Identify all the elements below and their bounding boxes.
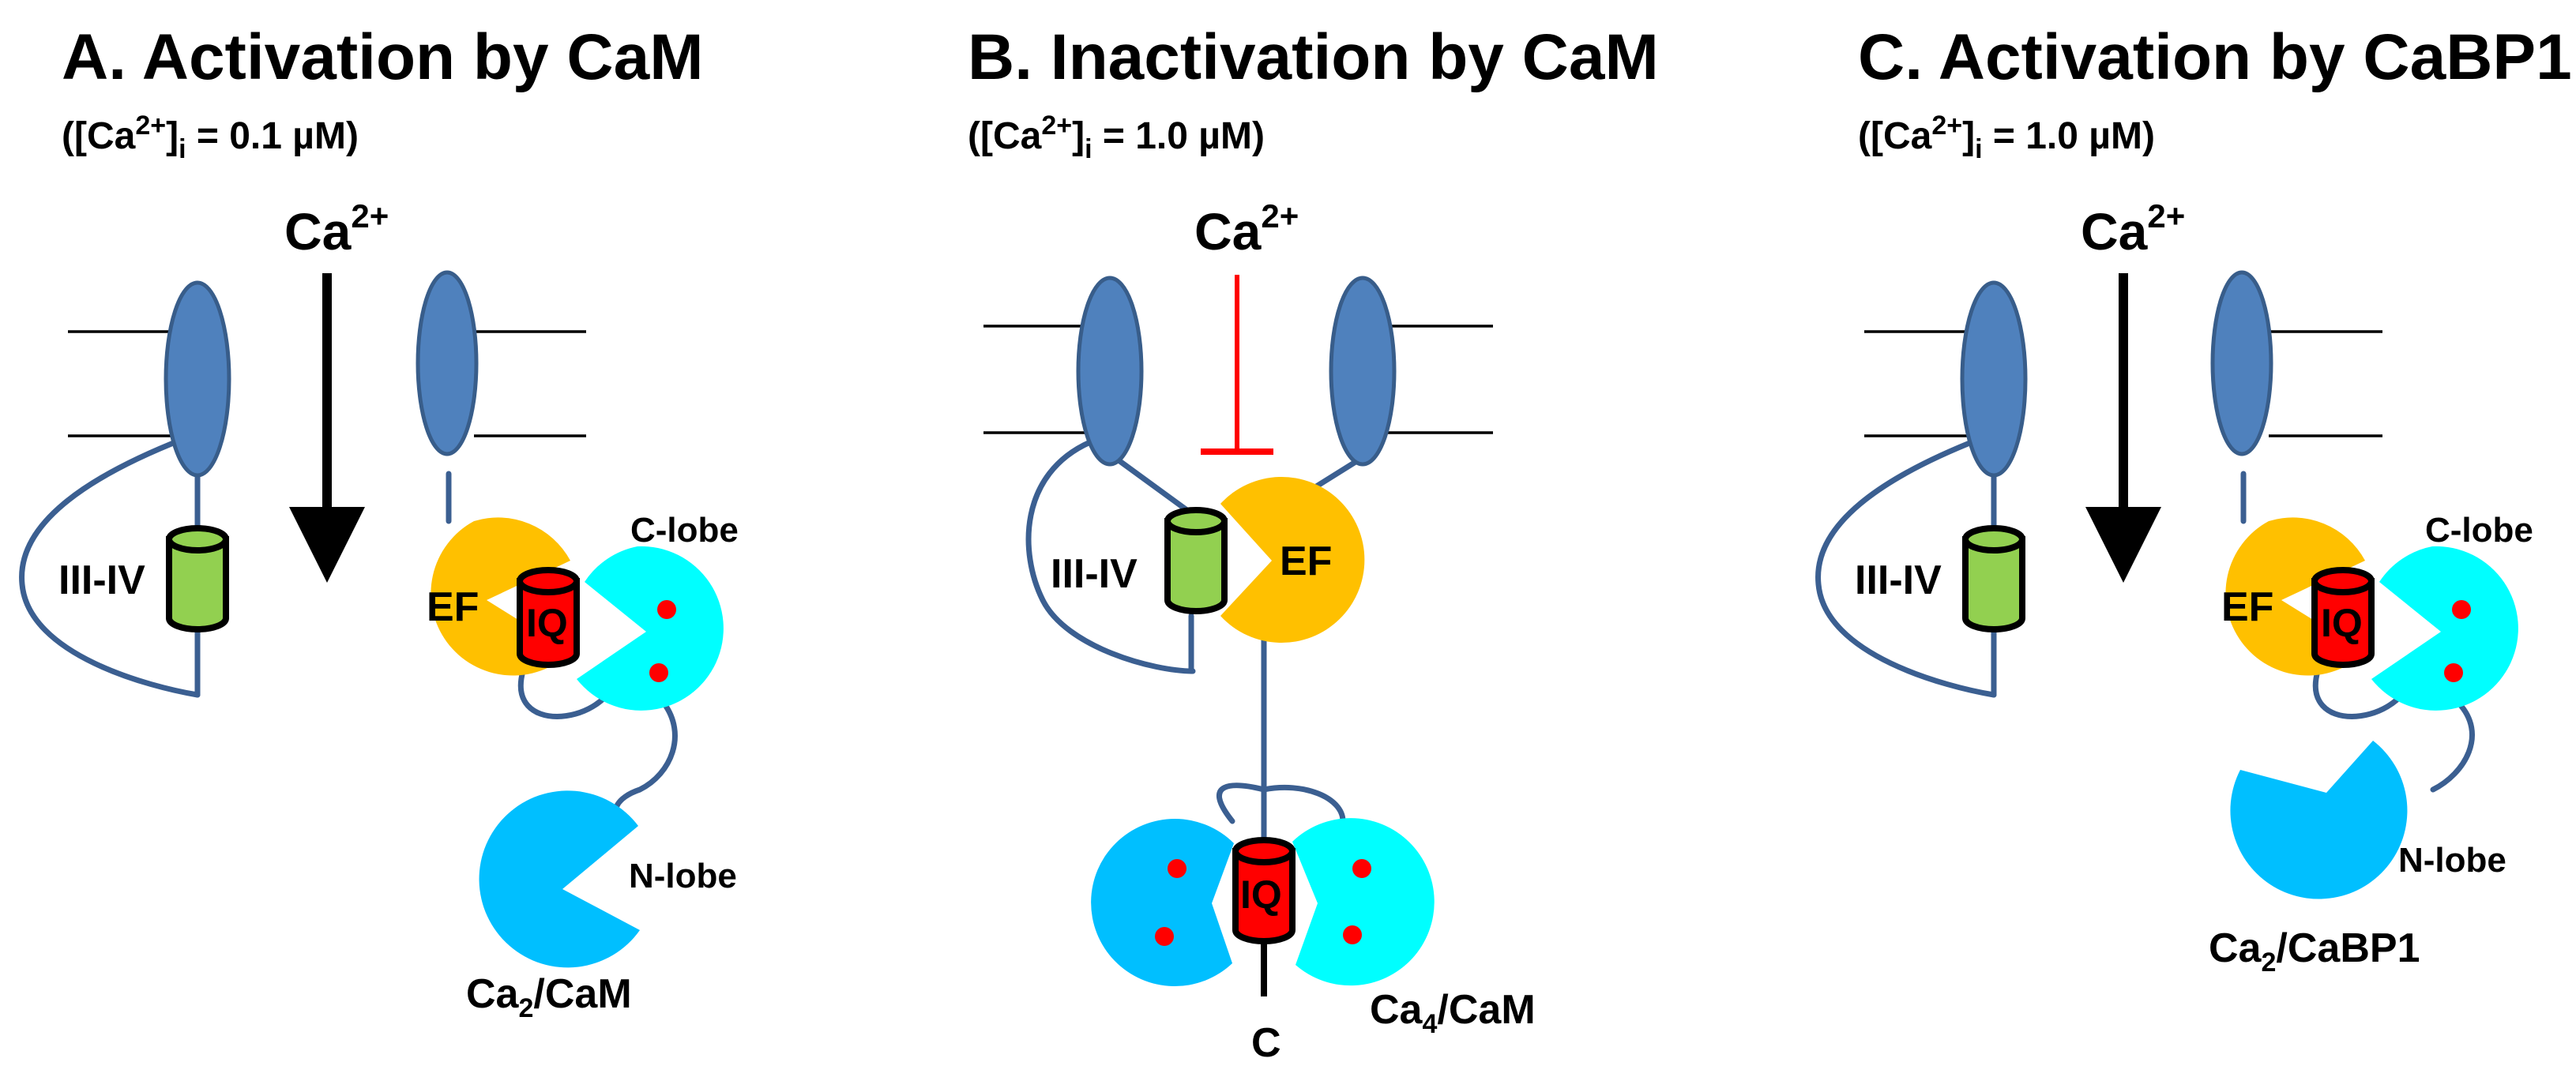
panel-a-title: A. Activation by CaM bbox=[62, 21, 704, 93]
panel-b-iq-domain bbox=[1232, 837, 1296, 944]
panel-b-ef-label: EF bbox=[1280, 538, 1332, 584]
panel-b-loop-tether bbox=[1025, 439, 1196, 674]
panel-c-linker-domain bbox=[1962, 525, 2025, 632]
panel-b-iq-label: IQ bbox=[1240, 872, 1282, 917]
panel-c-nlobe-tether bbox=[2430, 700, 2475, 793]
panel-c-c-lobe-label: C-lobe bbox=[2425, 511, 2533, 550]
panel-b-linker-tether-top bbox=[1112, 455, 1194, 516]
panel-a: A. Activation by CaM ([Ca2+]i = 0.1 µM) … bbox=[19, 21, 739, 1023]
panel-b-transmembrane-helix-left bbox=[1076, 276, 1144, 467]
panel-a-transmembrane-helix-right bbox=[416, 270, 479, 456]
panel-b-n-lobe-calcium-2 bbox=[1155, 927, 1174, 946]
panel-c-loop-tether bbox=[1815, 436, 1997, 698]
panel-b-title: B. Inactivation by CaM bbox=[968, 21, 1659, 93]
panel-a-c-lobe bbox=[577, 546, 724, 711]
panel-a-linker-label: III-IV bbox=[58, 557, 145, 603]
panel-c-ef-label: EF bbox=[2221, 584, 2273, 630]
panel-b-n-lobe-calcium-1 bbox=[1168, 859, 1186, 878]
panel-c-transmembrane-helix-right bbox=[2210, 270, 2273, 456]
panel-b-transmembrane-helix-right bbox=[1329, 276, 1397, 467]
panel-c-calcium-bound-1 bbox=[2452, 600, 2471, 619]
panel-a-loop-tether bbox=[19, 436, 201, 698]
panel-c-calcium-ion-label: Ca2+ bbox=[2081, 197, 2185, 261]
panel-b-c-terminus-label: C bbox=[1251, 1020, 1281, 1066]
panel-c-calcium-bound-2 bbox=[2444, 663, 2463, 682]
panel-b-ef-tether bbox=[1308, 455, 1365, 493]
panel-c-n-lobe bbox=[2230, 741, 2408, 899]
panel-a-n-lobe bbox=[479, 790, 640, 968]
panel-a-nlobe-tether bbox=[613, 700, 678, 824]
panel-a-calcium-bound-1 bbox=[657, 600, 676, 619]
panel-b-linker-domain bbox=[1164, 507, 1228, 614]
panel-c-linker-label: III-IV bbox=[1855, 557, 1942, 603]
panel-a-condition: ([Ca2+]i = 0.1 µM) bbox=[62, 111, 359, 164]
panel-a-c-lobe-label: C-lobe bbox=[630, 511, 739, 550]
panel-b-ef-domain bbox=[1220, 477, 1365, 643]
panel-c-complex-label: Ca2/CaBP1 bbox=[2209, 925, 2420, 978]
panel-c-iq-domain bbox=[2311, 567, 2375, 668]
panel-b-calcium-ion-label: Ca2+ bbox=[1194, 197, 1299, 261]
panel-a-iq-label: IQ bbox=[526, 601, 568, 645]
panel-b: B. Inactivation by CaM ([Ca2+]i = 1.0 µM… bbox=[968, 21, 1659, 1066]
panel-c: C. Activation by CaBP1 ([Ca2+]i = 1.0 µM… bbox=[1815, 21, 2572, 978]
panel-c-n-lobe-label: N-lobe bbox=[2398, 841, 2506, 880]
panel-b-condition: ([Ca2+]i = 1.0 µM) bbox=[968, 111, 1265, 164]
panel-b-complex-label: Ca4/CaM bbox=[1370, 987, 1536, 1039]
panel-a-iq-domain bbox=[517, 567, 580, 668]
panel-c-iq-label: IQ bbox=[2321, 601, 2363, 645]
panel-b-lobe-linker bbox=[1216, 782, 1346, 824]
panel-a-complex-label: Ca2/CaM bbox=[466, 971, 632, 1023]
panel-c-transmembrane-helix-left bbox=[1960, 280, 2028, 478]
panel-b-c-lobe-calcium-1 bbox=[1352, 859, 1371, 878]
panel-c-condition: ([Ca2+]i = 1.0 µM) bbox=[1858, 111, 2155, 164]
panel-a-calcium-ion-label: Ca2+ bbox=[284, 197, 389, 261]
panel-a-ef-label: EF bbox=[427, 584, 479, 630]
panel-a-transmembrane-helix-left bbox=[164, 280, 231, 478]
panel-a-calcium-bound-2 bbox=[649, 663, 668, 682]
panel-c-title: C. Activation by CaBP1 bbox=[1858, 21, 2572, 93]
panel-c-c-lobe bbox=[2371, 546, 2518, 711]
panel-b-c-lobe-calcium-2 bbox=[1343, 925, 1362, 944]
panel-a-n-lobe-label: N-lobe bbox=[629, 857, 737, 895]
panel-b-linker-label: III-IV bbox=[1051, 551, 1138, 597]
panel-b-c-lobe bbox=[1292, 818, 1435, 986]
panel-a-linker-domain bbox=[166, 525, 229, 632]
panel-b-n-lobe bbox=[1091, 819, 1234, 987]
